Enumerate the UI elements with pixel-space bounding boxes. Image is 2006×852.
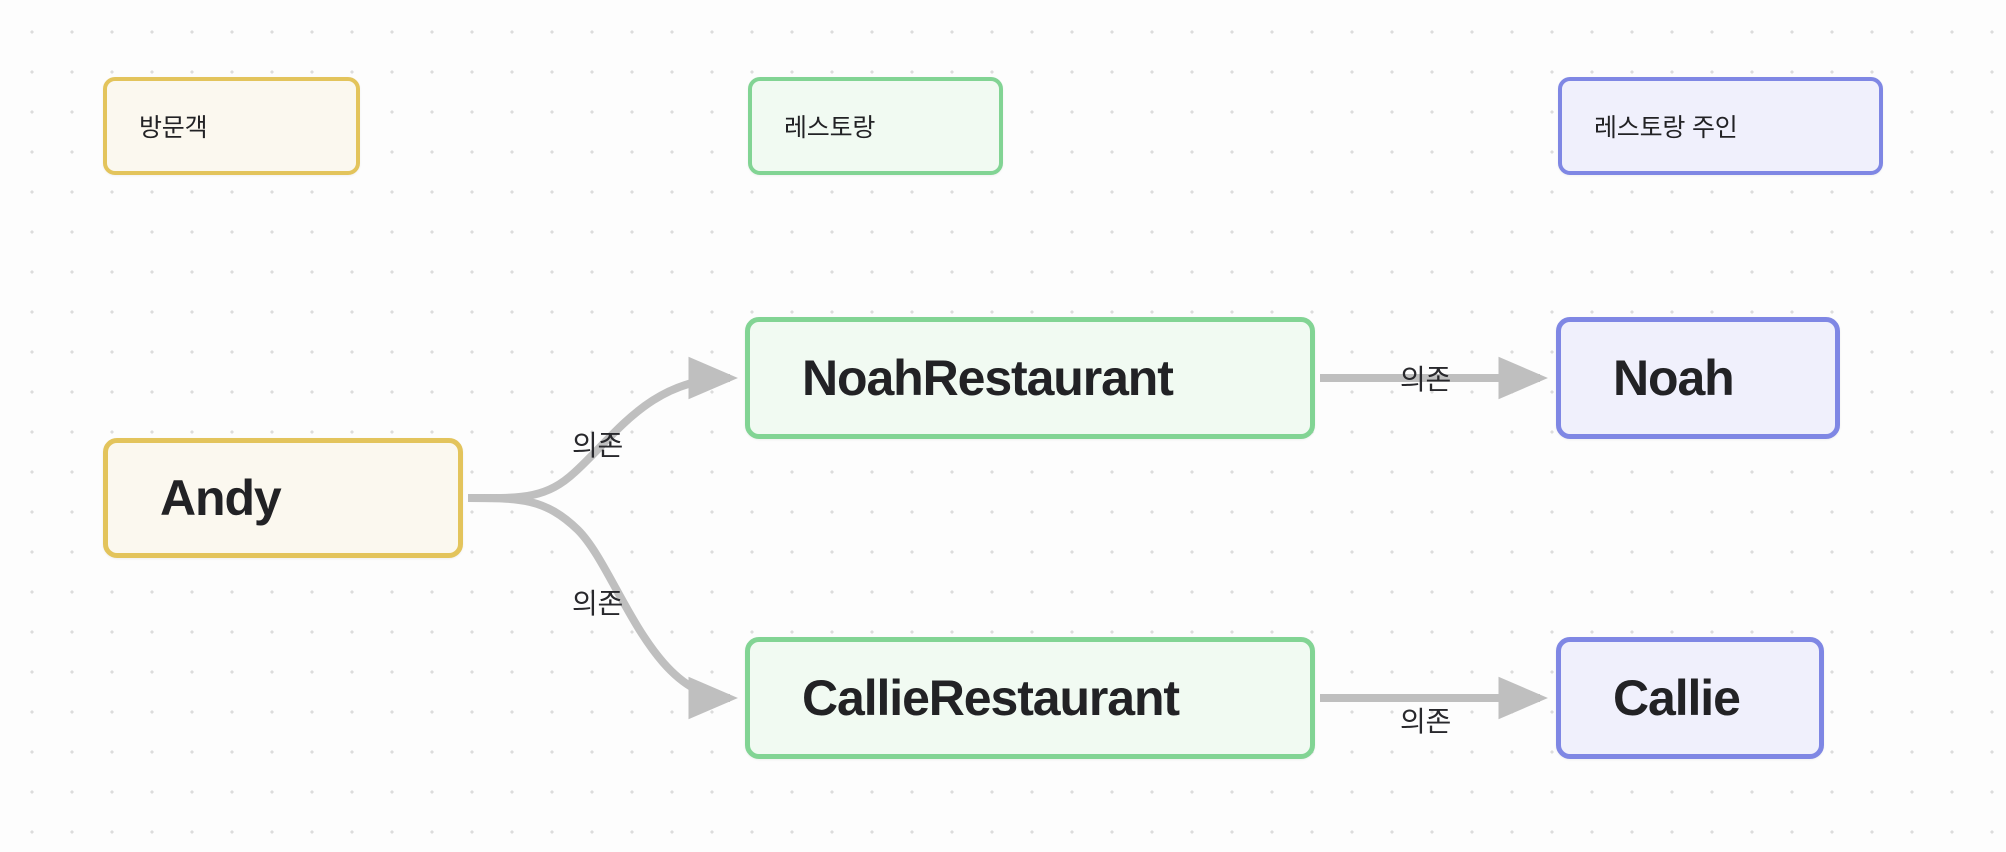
graph-node-label: CallieRestaurant bbox=[802, 670, 1180, 726]
graph-node-label: Callie bbox=[1613, 670, 1741, 726]
graph-node-label: NoahRestaurant bbox=[802, 350, 1174, 406]
legend-item-visitor[interactable]: 방문객 bbox=[103, 77, 360, 175]
graph-node-label: Andy bbox=[160, 470, 282, 526]
legend-item-restaurant[interactable]: 레스토랑 bbox=[748, 77, 1003, 175]
graph-node-noah[interactable]: Noah bbox=[1556, 317, 1840, 439]
graph-node-callie[interactable]: Callie bbox=[1556, 637, 1824, 759]
legend-item-label: 레스토랑 bbox=[784, 114, 876, 142]
graph-node-callie-restaurant[interactable]: CallieRestaurant bbox=[745, 637, 1315, 759]
edge-label-noah-restaurant-to-noah: 의존 bbox=[1400, 364, 1451, 395]
edge-label-callie-restaurant-to-callie: 의존 bbox=[1400, 706, 1451, 737]
legend-item-label: 레스토랑 주인 bbox=[1594, 114, 1738, 142]
legend-item-label: 방문객 bbox=[139, 114, 208, 142]
legend-item-owner[interactable]: 레스토랑 주인 bbox=[1558, 77, 1883, 175]
edge-label-andy-to-callie-restaurant: 의존 bbox=[572, 588, 623, 619]
graph-node-label: Noah bbox=[1613, 350, 1735, 406]
edge-label-andy-to-noah-restaurant: 의존 bbox=[572, 430, 623, 461]
graph-node-andy[interactable]: Andy bbox=[103, 438, 463, 558]
graph-node-noah-restaurant[interactable]: NoahRestaurant bbox=[745, 317, 1315, 439]
